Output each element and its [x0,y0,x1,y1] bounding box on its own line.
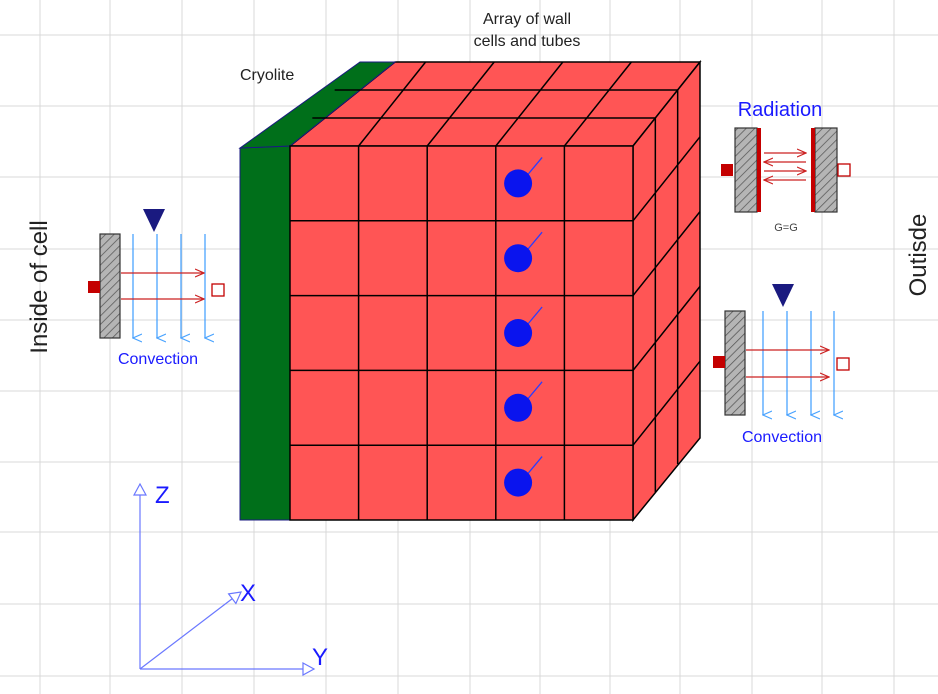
top-depth-line [495,61,564,147]
side-depth-line [632,211,701,297]
left-heat-arrows [121,273,204,299]
side-depth-line [632,360,701,446]
tube [504,156,543,198]
left-port-hollow [211,283,225,297]
left-wall-hatch [99,233,121,339]
tube-circle-icon [504,169,533,198]
right-convection-component: Convection [713,284,850,446]
radiation-component: Radiation G=G [721,99,851,234]
cryolite-layer [239,145,291,521]
right-inverted-triangle-icon [772,284,794,307]
tube [504,381,543,422]
side-depth-line [632,285,701,371]
left-convection-label: Convection [118,351,198,368]
cryolite-label: Cryolite [240,67,294,84]
top-depth-line [426,61,495,147]
radiation-port-filled [721,164,733,176]
tube-circle-icon [504,244,533,273]
array-label-line1: Array of wall [483,11,571,28]
tube-circle-icon [504,468,533,497]
tube-circle-icon [504,319,533,347]
radiation-port-hollow [837,163,851,177]
right-convection-label: Convection [742,429,822,446]
axis-y-label: Y [312,644,328,671]
right-heat-arrows [746,350,829,377]
right-wall-hatch [724,310,746,416]
axis-z-label: Z [155,482,170,509]
radiation-left-surface [757,128,761,212]
radiation-right-wall [814,127,838,213]
radiation-arrows [764,153,806,180]
coordinate-axes [140,484,314,669]
top-depth-line [358,61,427,147]
tube [504,456,543,497]
radiation-label: Radiation [738,99,823,121]
right-port-hollow [836,357,850,371]
wall-cell-array [238,59,702,523]
block-front-face [289,145,634,521]
top-depth-line [563,61,632,147]
radiation-left-wall [734,127,758,213]
tube-circle-icon [504,393,533,422]
tubes [504,156,543,497]
cryolite-layer-top [238,61,397,149]
side-depth-line [632,136,701,222]
left-flow-arrows [133,234,205,338]
tube [504,231,543,273]
left-port-filled [88,281,100,293]
axis-x-label: X [240,580,256,607]
tube [504,306,543,347]
left-convection-component: Convection [88,209,225,368]
array-label-line2: cells and tubes [474,33,581,50]
g-equals-g-label: G=G [774,222,798,234]
right-port-filled [713,356,725,368]
outside-label: Outisde [905,214,932,297]
left-inverted-triangle-icon [143,209,165,232]
cell-grid-lines [290,61,701,520]
radiation-right-surface [811,128,815,212]
x-axis [139,592,241,670]
right-flow-arrows [763,311,834,415]
inside-of-cell-label: Inside of cell [26,220,53,353]
